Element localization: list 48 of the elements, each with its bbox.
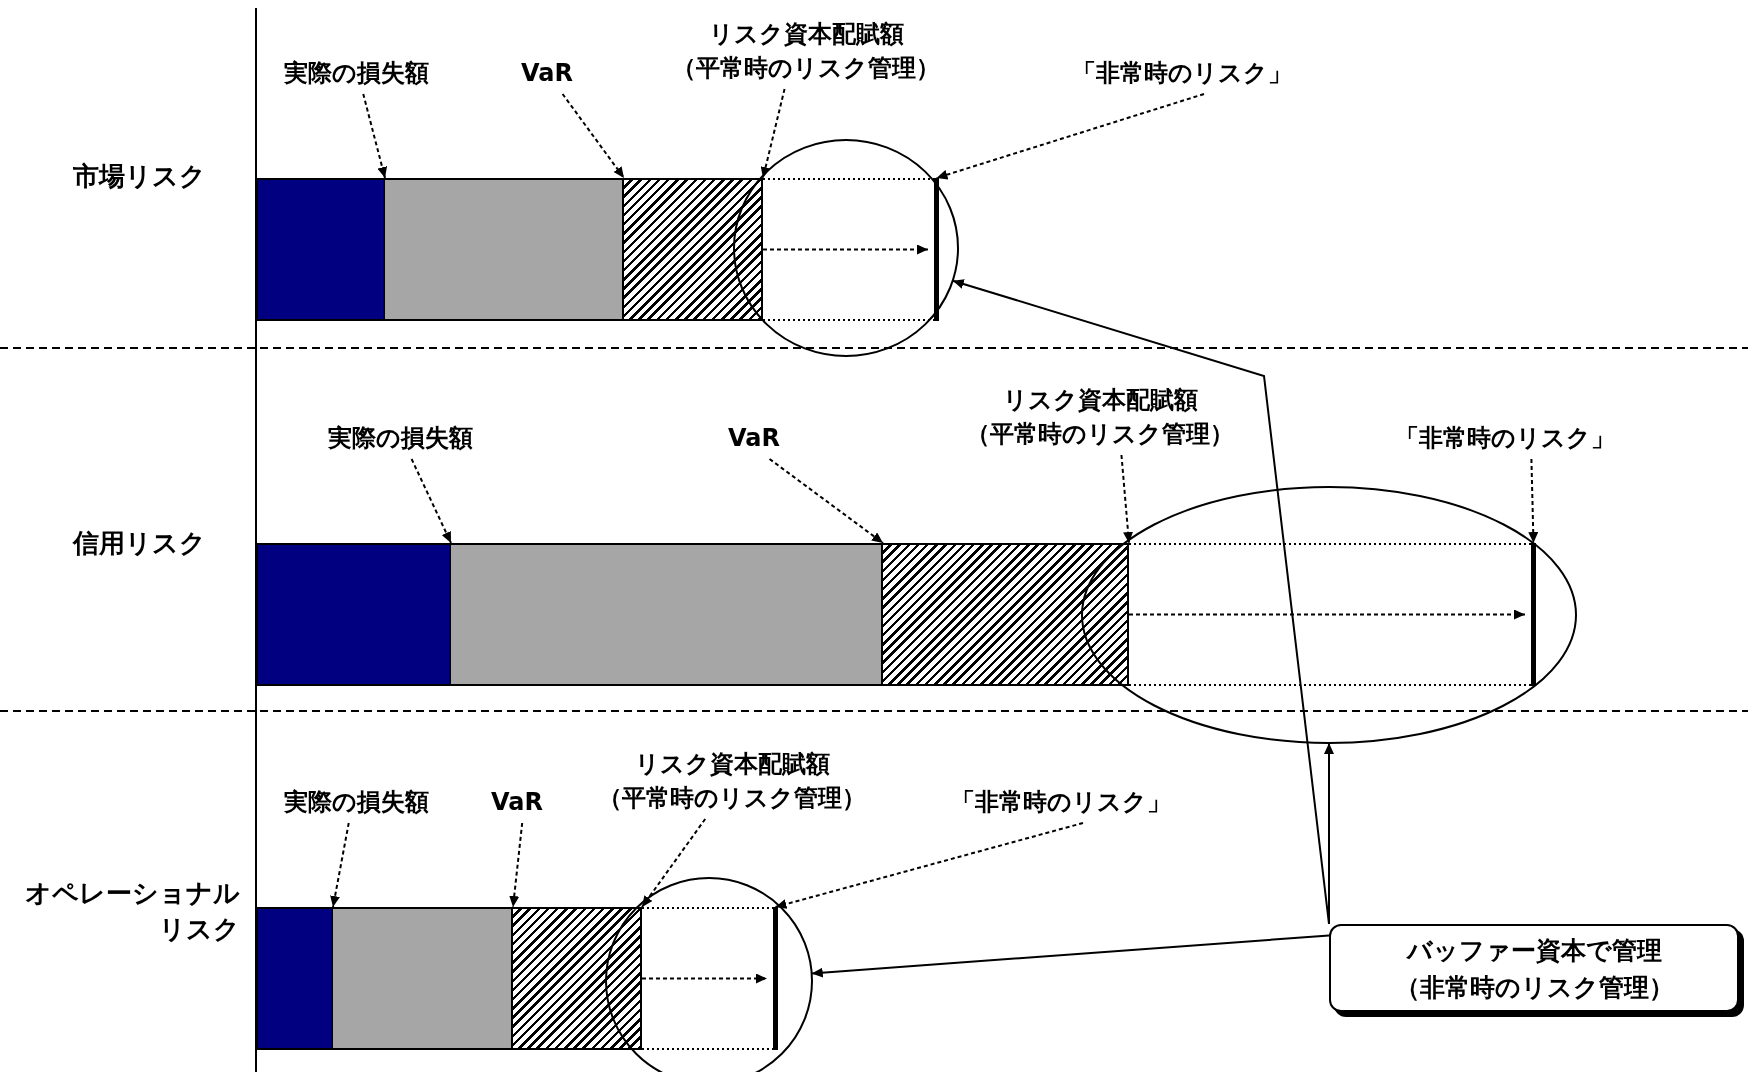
leader-arrow xyxy=(561,93,625,179)
callout-text: VaR xyxy=(521,56,573,90)
var-bar-segment xyxy=(383,178,624,321)
leader-arrow xyxy=(362,93,388,179)
leader-arrow xyxy=(762,244,929,255)
callout-text: （平常時のリスク管理） xyxy=(598,783,866,814)
callout-text: リスク資本配賦額 xyxy=(1001,385,1199,416)
hatched-bar-segment xyxy=(511,907,642,1050)
note-text: バッファー資本で管理 xyxy=(1405,935,1663,967)
loss-bar-segment xyxy=(256,178,385,321)
leader-arrow xyxy=(774,822,1084,909)
leader-arrow xyxy=(641,973,768,984)
row-label: オペレーショナルリスク xyxy=(24,877,240,946)
callout-text: 実際の損失額 xyxy=(283,785,429,819)
callout-text: 実際の損失額 xyxy=(283,56,429,90)
callout-text: 「非常時のリスク」 xyxy=(951,785,1171,819)
var-bar-segment xyxy=(449,543,883,686)
leader-arrow xyxy=(641,818,707,908)
leader-arrow xyxy=(509,822,524,908)
leader-arrow xyxy=(1128,609,1526,620)
callout-text: 「非常時のリスク」 xyxy=(1072,56,1292,90)
callout-text: 実際の損失額 xyxy=(327,421,473,455)
loss-bar-segment xyxy=(256,907,333,1050)
arrow xyxy=(1324,742,1334,925)
highlight-ellipse xyxy=(733,139,959,357)
callout-text: リスク資本配賦額 xyxy=(707,19,905,50)
leader-arrow xyxy=(330,822,350,908)
leader-arrow xyxy=(768,458,884,544)
callout-text: VaR xyxy=(491,785,543,819)
callout-text: リスク資本配賦額 xyxy=(633,749,831,780)
highlight-ellipse xyxy=(1081,486,1577,744)
callout-text: （平常時のリスク管理） xyxy=(672,53,940,84)
callout-text: 「非常時のリスク」 xyxy=(1395,421,1615,455)
arrow xyxy=(810,934,1330,978)
row-label: 市場リスク xyxy=(72,160,206,193)
loss-bar-segment xyxy=(256,543,451,686)
hatched-bar-segment xyxy=(881,543,1129,686)
leader-arrow xyxy=(410,458,452,544)
row-label: 信用リスク xyxy=(72,527,206,560)
note-text: （非常時のリスク管理） xyxy=(1393,972,1675,1004)
var-bar-segment xyxy=(331,907,513,1050)
leader-arrow xyxy=(1528,458,1539,544)
leader-arrow xyxy=(1120,454,1134,544)
leader-arrow xyxy=(935,93,1205,180)
leader-arrow xyxy=(760,88,786,179)
callout-text: （平常時のリスク管理） xyxy=(966,419,1234,450)
hatched-bar-segment xyxy=(622,178,763,321)
callout-text: VaR xyxy=(728,421,780,455)
